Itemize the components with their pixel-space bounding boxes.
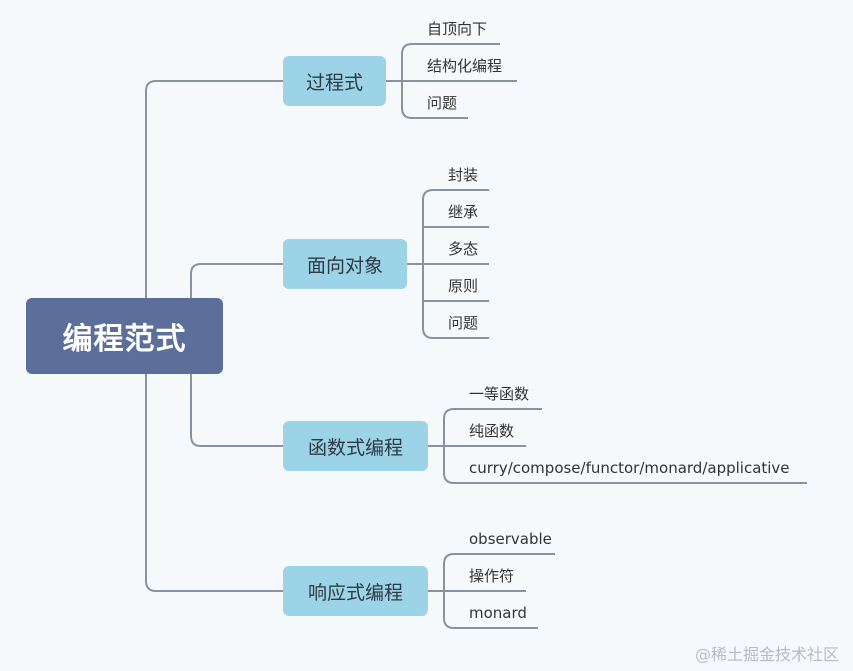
leaf-observable[interactable]: observable — [469, 530, 552, 548]
leaf-top-down[interactable]: 自顶向下 — [427, 20, 488, 38]
leaf-curry-compose[interactable]: curry/compose/functor/monard/applicative — [469, 459, 790, 477]
leaf-inheritance[interactable]: 继承 — [448, 203, 479, 221]
leaf-first-class-functions[interactable]: 一等函数 — [469, 385, 530, 403]
branch-label: 响应式编程 — [307, 581, 403, 604]
branch-label: 过程式 — [305, 71, 363, 94]
leaf-principles[interactable]: 原则 — [448, 277, 479, 295]
leaf-pure-functions[interactable]: 纯函数 — [469, 422, 515, 440]
leaf-problems[interactable]: 问题 — [427, 94, 458, 112]
branch-node-functional[interactable]: 函数式编程 — [283, 421, 428, 471]
root-label: 编程范式 — [62, 322, 187, 357]
watermark: @稀土掘金技术社区 — [694, 645, 839, 664]
branch-label: 面向对象 — [306, 254, 383, 277]
leaf-encapsulation[interactable]: 封装 — [448, 166, 479, 184]
branch-node-procedural[interactable]: 过程式 — [283, 56, 386, 106]
secondary-connector-lower — [190, 336, 283, 447]
leaf-polymorphism[interactable]: 多态 — [448, 240, 479, 258]
leaf-problems[interactable]: 问题 — [448, 314, 479, 332]
leaf-operators[interactable]: 操作符 — [469, 567, 515, 585]
branch-node-reactive[interactable]: 响应式编程 — [283, 566, 428, 616]
branch-label: 函数式编程 — [307, 436, 403, 459]
secondary-connector — [190, 263, 283, 337]
leaf-structured-programming[interactable]: 结构化编程 — [427, 57, 503, 75]
root-node[interactable]: 编程范式 — [26, 298, 223, 374]
leaf-monard[interactable]: monard — [469, 604, 527, 622]
root-connector-top — [145, 80, 283, 298]
branch-node-object-oriented[interactable]: 面向对象 — [283, 239, 407, 289]
root-connector-bottom — [145, 374, 283, 592]
